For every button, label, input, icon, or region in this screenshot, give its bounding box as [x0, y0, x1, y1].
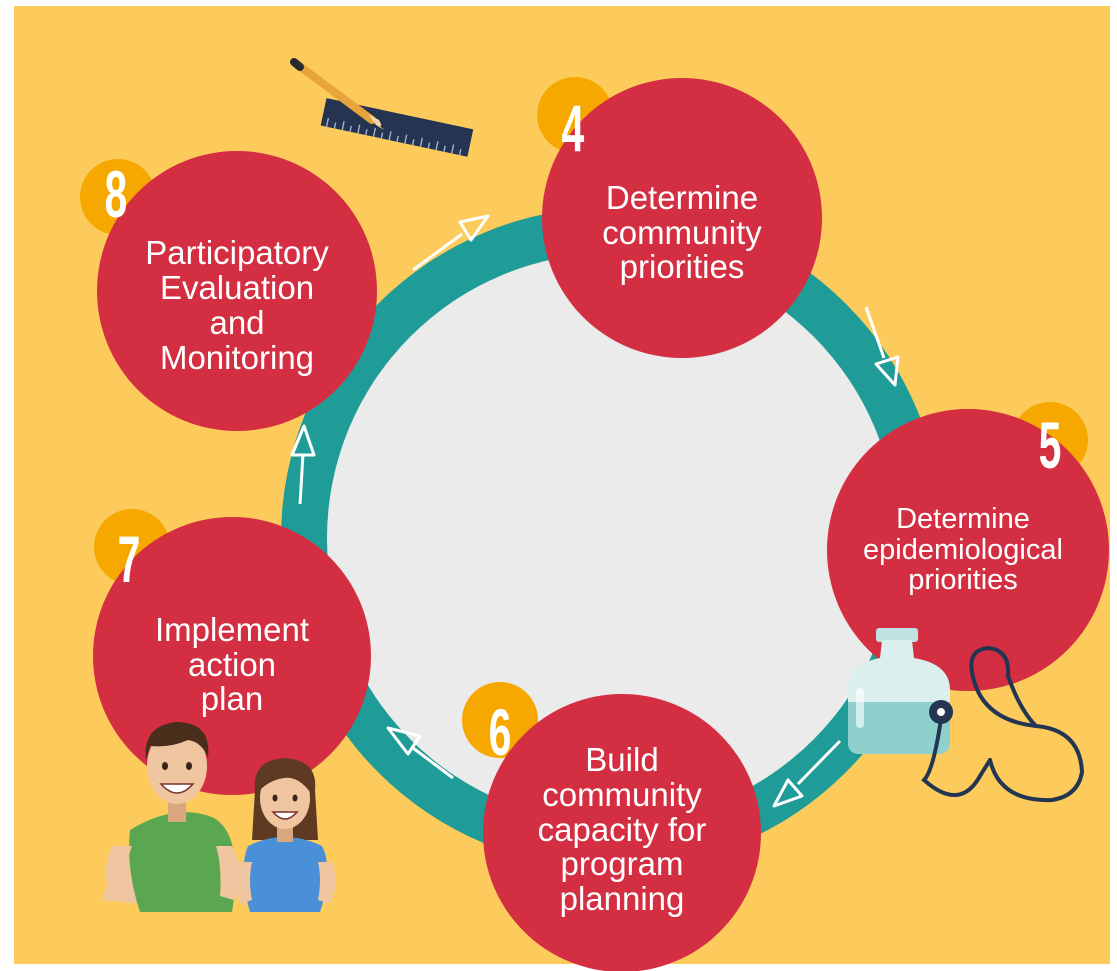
woman-icon [234, 758, 336, 912]
pencil-ruler-icon [290, 58, 474, 157]
step-number-5: 5 [1039, 408, 1062, 483]
step-number-8: 8 [105, 157, 128, 232]
step-number-6: 6 [489, 695, 512, 770]
step-circle-5 [827, 409, 1109, 691]
step-label-6: Build community capacity for program pla… [537, 740, 707, 918]
ring-center [327, 253, 897, 823]
step-number-7: 7 [118, 522, 141, 597]
arrow-6-to-7-icon [386, 726, 454, 780]
arrow-5-to-6-icon [772, 739, 842, 808]
stethoscope-icon [921, 645, 1085, 803]
arrow-7-to-8-icon [290, 424, 316, 505]
step-label-8: Participatory Evaluation and Monitoring [145, 234, 329, 376]
man-icon [102, 722, 240, 912]
step-label-4: Determine community priorities [602, 178, 762, 286]
step-label-7: Implement action plan [154, 610, 310, 718]
badge-6-bg [462, 682, 538, 758]
step-circle-6 [483, 694, 761, 971]
step-circle-8 [97, 151, 377, 431]
step-circle-4 [542, 78, 822, 358]
arrow-4-to-5-icon [864, 306, 900, 387]
medicine-bottle-icon [848, 628, 950, 754]
arrow-8-to-4-icon [412, 214, 490, 272]
step-label-5: Determine epidemiological priorities [863, 502, 1063, 597]
step-number-4: 4 [561, 91, 584, 166]
